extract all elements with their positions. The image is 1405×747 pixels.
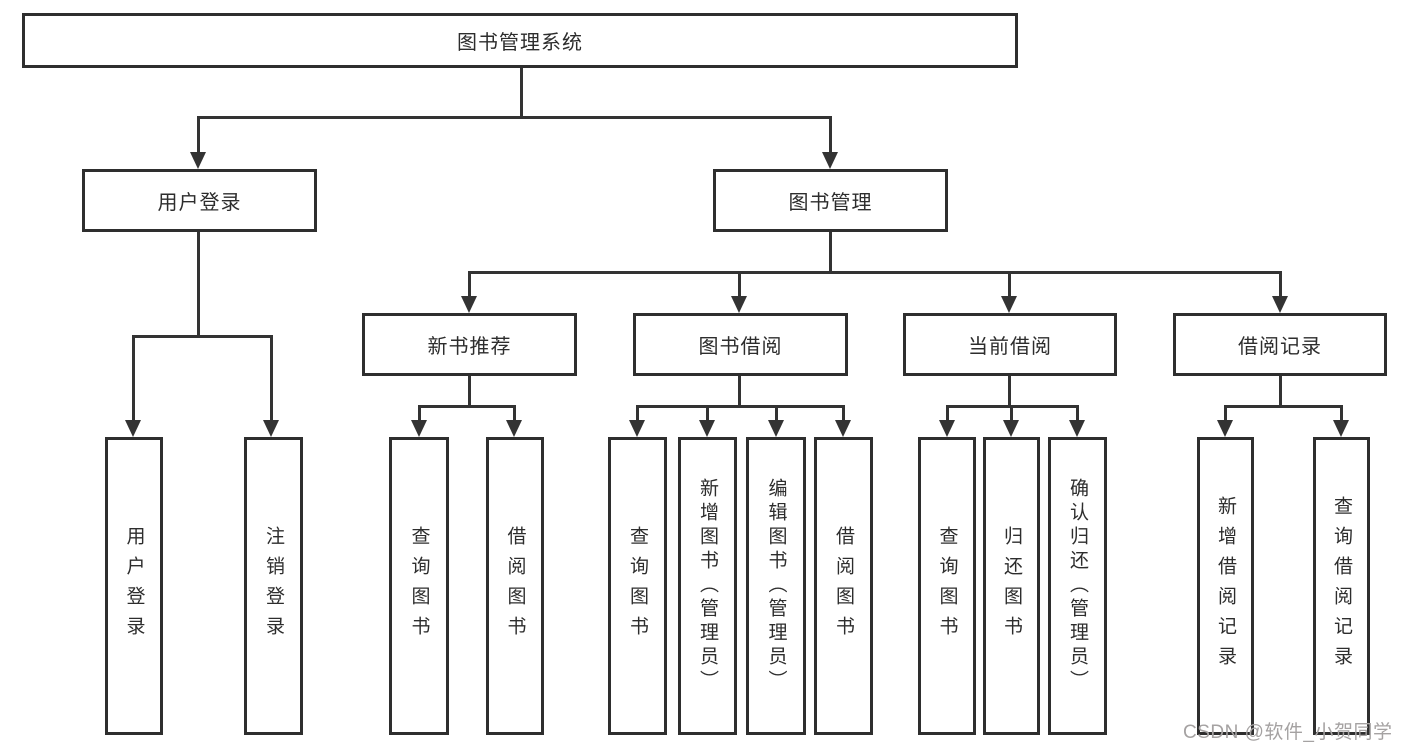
arrow-down-icon [768, 420, 784, 437]
connector-line [520, 68, 523, 117]
leaf-logout: 注销登录 [244, 437, 303, 735]
leaf-edit-books-admin: 编辑图书（管理员） [746, 437, 806, 735]
node-label: 图书管理系统 [457, 32, 583, 54]
leaf-borrow-books: 借阅图书 [814, 437, 873, 735]
connector-line [468, 271, 1282, 274]
leaf-query-books-current: 查询图书 [918, 437, 976, 735]
connector-line [418, 406, 421, 421]
arrow-down-icon [506, 420, 522, 437]
leaf-query-books-borrow: 查询图书 [608, 437, 667, 735]
node-label: 借阅记录 [1238, 336, 1322, 358]
connector-line [1008, 376, 1011, 406]
arrow-down-icon [1217, 420, 1233, 437]
leaf-borrow-books-recommend: 借阅图书 [486, 437, 544, 735]
node-user-login: 用户登录 [82, 169, 317, 232]
connector-line [1008, 272, 1011, 297]
node-book-borrowing: 图书借阅 [633, 313, 848, 376]
leaf-return-books: 归还图书 [983, 437, 1040, 735]
arrow-down-icon [1001, 296, 1017, 313]
connector-line [1224, 406, 1227, 421]
leaf-add-books-admin: 新增图书（管理员） [678, 437, 737, 735]
leaf-query-borrow-record: 查询借阅记录 [1313, 437, 1370, 735]
leaf-confirm-return-admin: 确认归还（管理员） [1048, 437, 1107, 735]
arrow-down-icon [1069, 420, 1085, 437]
connector-line [197, 116, 832, 119]
node-label: 新书推荐 [427, 336, 512, 358]
leaf-label: 新增图书（管理员） [697, 478, 718, 694]
arrow-down-icon [731, 296, 747, 313]
leaf-label: 注销登录 [263, 526, 284, 646]
connector-line [1010, 406, 1013, 421]
node-new-book-recommendation: 新书推荐 [362, 313, 577, 376]
arrow-down-icon [461, 296, 477, 313]
arrow-down-icon [411, 420, 427, 437]
csdn-watermark: CSDN @软件_小贺同学 [1183, 722, 1393, 743]
arrow-down-icon [190, 152, 206, 169]
connector-line [197, 117, 200, 153]
leaf-label: 查询图书 [627, 526, 648, 646]
arrow-down-icon [822, 152, 838, 169]
leaf-label: 用户登录 [123, 526, 145, 646]
leaf-label: 编辑图书（管理员） [765, 478, 787, 694]
connector-line [829, 117, 832, 153]
leaf-label: 归还图书 [1001, 526, 1022, 646]
arrow-down-icon [939, 420, 955, 437]
node-label: 图书借阅 [698, 336, 783, 358]
leaf-add-borrow-record: 新增借阅记录 [1197, 437, 1254, 735]
connector-line [946, 406, 949, 421]
connector-line [270, 336, 273, 421]
connector-line [132, 336, 135, 421]
connector-line [636, 406, 639, 421]
arrow-down-icon [699, 420, 715, 437]
connector-line [1340, 406, 1343, 421]
leaf-label: 借阅图书 [504, 526, 526, 646]
leaf-query-books-recommend: 查询图书 [389, 437, 449, 735]
leaf-label: 查询图书 [408, 526, 430, 646]
connector-line [1279, 376, 1282, 406]
leaf-label: 查询图书 [936, 526, 958, 646]
node-current-borrowing: 当前借阅 [903, 313, 1117, 376]
connector-line [1076, 406, 1079, 421]
arrow-down-icon [629, 420, 645, 437]
leaf-label: 新增借阅记录 [1215, 496, 1236, 676]
arrow-down-icon [1333, 420, 1349, 437]
connector-line [468, 272, 471, 297]
connector-line [132, 335, 273, 338]
leaf-user-login: 用户登录 [105, 437, 163, 735]
node-book-management: 图书管理 [713, 169, 948, 232]
node-label: 图书管理 [788, 192, 873, 214]
arrow-down-icon [1003, 420, 1019, 437]
connector-line [1224, 405, 1343, 408]
connector-line [418, 405, 516, 408]
arrow-down-icon [263, 420, 279, 437]
connector-line [636, 405, 845, 408]
node-label: 当前借阅 [968, 336, 1052, 358]
node-library-management-system: 图书管理系统 [22, 13, 1018, 68]
arrow-down-icon [125, 420, 141, 437]
leaf-label: 借阅图书 [833, 526, 854, 646]
connector-line [738, 272, 741, 297]
connector-line [829, 232, 832, 272]
arrow-down-icon [835, 420, 851, 437]
connector-line [738, 376, 741, 406]
connector-line [468, 376, 471, 406]
node-borrowing-records: 借阅记录 [1173, 313, 1387, 376]
node-label: 用户登录 [157, 192, 242, 214]
connector-line [1279, 272, 1282, 297]
connector-line [775, 406, 778, 421]
connector-line [706, 406, 709, 421]
arrow-down-icon [1272, 296, 1288, 313]
connector-line [197, 232, 200, 336]
leaf-label: 确认归还（管理员） [1067, 478, 1088, 694]
leaf-label: 查询借阅记录 [1331, 496, 1352, 676]
connector-line [842, 406, 845, 421]
connector-line [513, 406, 516, 421]
